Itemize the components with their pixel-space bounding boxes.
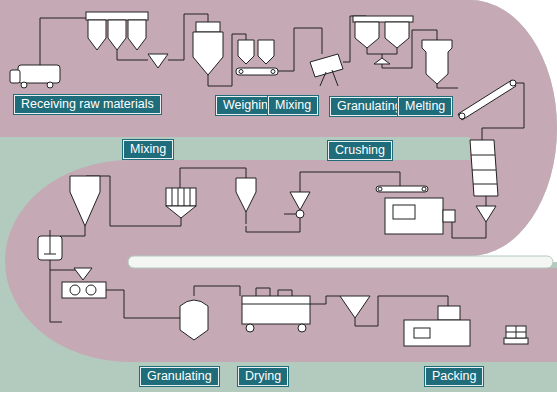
step-label: Packing: [425, 367, 483, 386]
step-label: Mixing: [123, 140, 173, 159]
step-label: Granulating: [140, 367, 219, 386]
step-text: Mixing: [130, 141, 166, 158]
step-label: Granulating: [330, 97, 409, 116]
green-ground: [0, 0, 557, 392]
step-label: Mixing: [268, 96, 318, 115]
step-text: Packing: [432, 368, 476, 385]
step-text: Drying: [245, 368, 281, 385]
step-text: Crushing: [335, 142, 385, 159]
step-text: Receiving raw materials: [21, 96, 154, 113]
mauve-band: [0, 0, 557, 362]
equipment: [10, 12, 528, 346]
outside-area: [470, 0, 557, 262]
step-label: Receiving raw materials: [14, 95, 161, 114]
step-text: Melting: [405, 98, 445, 115]
band-gap: [128, 256, 553, 268]
step-text: Granulating: [337, 98, 402, 115]
outside-area: [0, 392, 557, 405]
step-label: Drying: [238, 367, 288, 386]
step-text: Mixing: [275, 97, 311, 114]
step-label: Crushing: [328, 141, 392, 160]
step-label: Melting: [398, 97, 452, 116]
step-text: Granulating: [147, 368, 212, 385]
